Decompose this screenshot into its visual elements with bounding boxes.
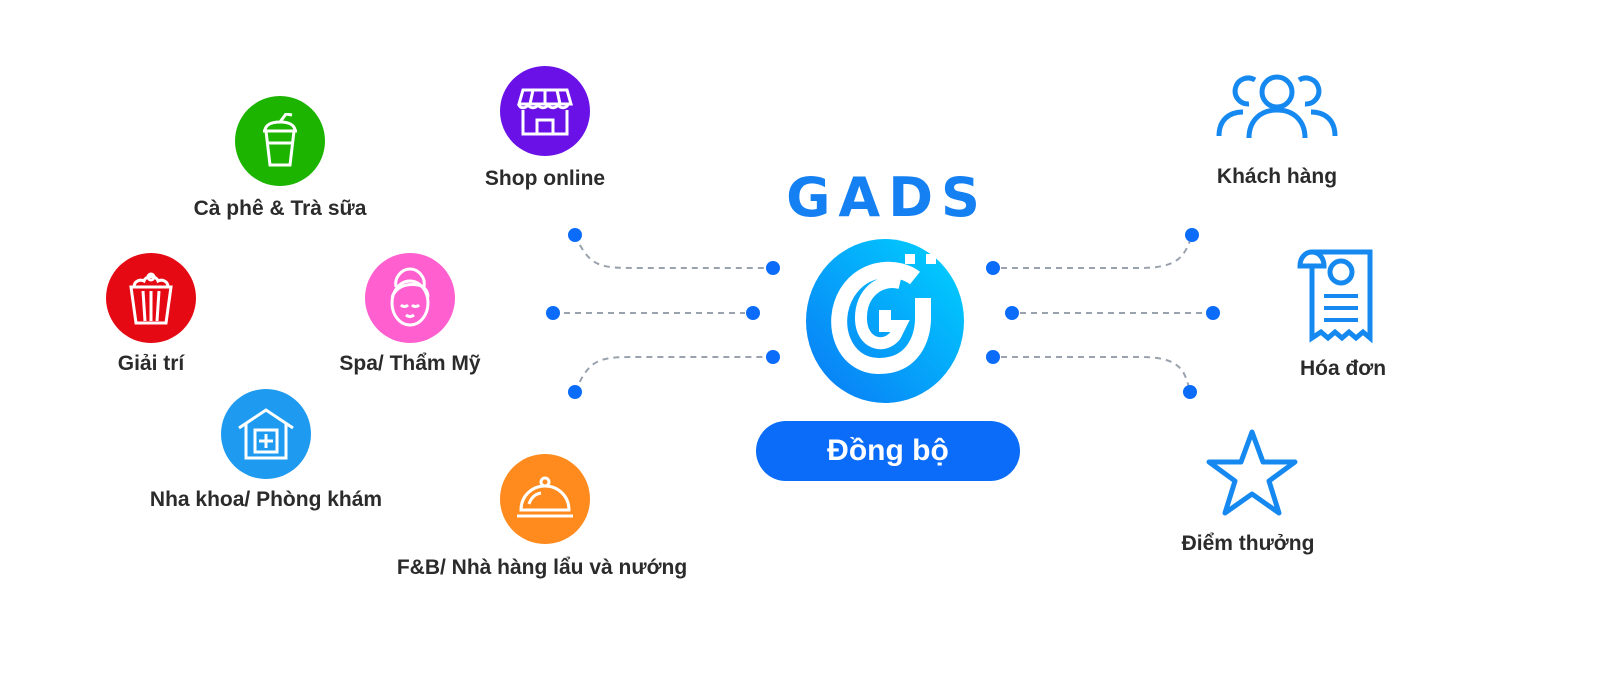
spa-face-icon <box>365 253 455 343</box>
connector-dot <box>986 261 1000 275</box>
connector-dot <box>1185 228 1199 242</box>
sync-button[interactable]: Đồng bộ <box>756 421 1020 481</box>
star-icon <box>1206 429 1298 516</box>
gads-logo <box>806 239 964 403</box>
industry-label-entertainment: Giải trí <box>117 352 185 375</box>
connector-dot <box>568 385 582 399</box>
industry-label-cafe: Cà phê & Trà sữa <box>193 197 367 220</box>
output-label-invoice: Hóa đơn <box>1299 357 1387 380</box>
industry-label-clinic: Nha khoa/ Phòng khám <box>149 488 383 511</box>
connector-dot <box>1206 306 1220 320</box>
industry-label-spa: Spa/ Thẩm Mỹ <box>339 352 481 375</box>
output-label-customers: Khách hàng <box>1216 165 1338 188</box>
drink-cup-icon <box>235 96 325 186</box>
clinic-icon <box>221 389 311 479</box>
customers-icon <box>1216 74 1338 139</box>
output-label-points: Điểm thưởng <box>1181 532 1315 555</box>
connector-dot <box>568 228 582 242</box>
connector-dot <box>546 306 560 320</box>
brand-title: GADS <box>786 166 988 229</box>
connector-dot <box>1183 385 1197 399</box>
connector-dot <box>766 261 780 275</box>
storefront-icon <box>500 66 590 156</box>
industry-label-shop: Shop online <box>484 167 606 190</box>
connector-dot <box>1005 306 1019 320</box>
connector-dot <box>766 350 780 364</box>
connector-dot <box>986 350 1000 364</box>
popcorn-icon <box>106 253 196 343</box>
connector-dot <box>746 306 760 320</box>
food-cloche-icon <box>500 454 590 544</box>
industry-label-fnb: F&B/ Nhà hàng lẩu và nướng <box>396 556 688 579</box>
invoice-icon <box>1297 249 1373 344</box>
